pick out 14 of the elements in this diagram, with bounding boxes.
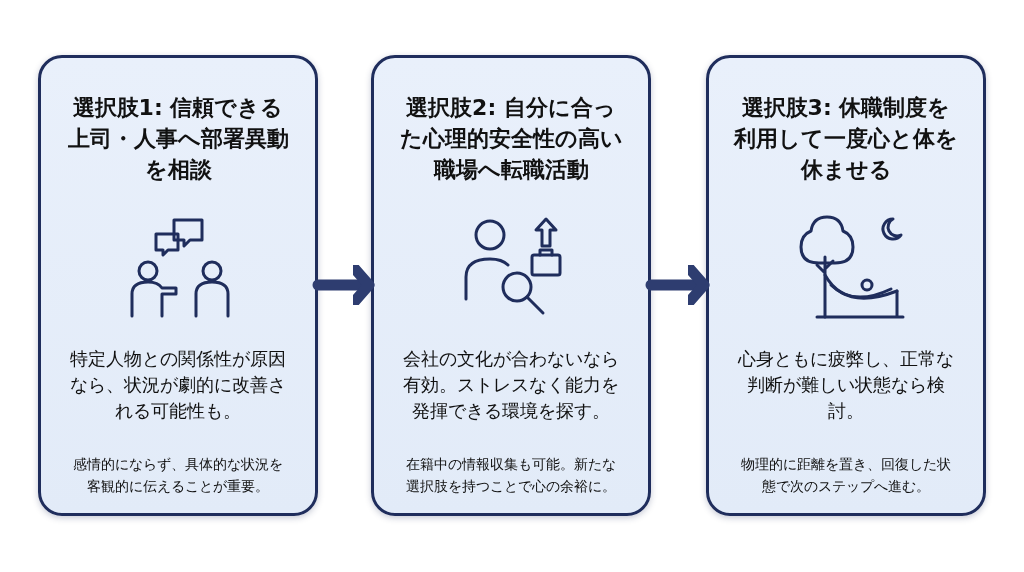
card-description: 特定人物との関係性が原因なら、状況が劇的に改善される可能性も。: [69, 348, 287, 423]
option-card: [706, 55, 986, 516]
card-note: 物理的に距離を置き、回復した状態で次のステップへ進む。: [740, 455, 952, 496]
arrow: [645, 263, 710, 307]
arrow: [312, 263, 375, 307]
option-card: [371, 55, 651, 516]
card-title: 選択肢2: 自分に合った心理的安全性の高い職場へ転職活動: [398, 94, 624, 184]
card-description: 会社の文化が合わないなら有効。ストレスなく能力を発揮できる環境を探す。: [402, 348, 620, 423]
card-note: 感情的にならず、具体的な状況を客観的に伝えることが重要。: [72, 455, 284, 496]
option-card: [38, 55, 318, 516]
card-title: 選択肢3: 休職制度を利用して一度心と体を休ませる: [732, 94, 959, 184]
card-description: 心身ともに疲弊し、正常な判断が難しい状態なら検討。: [737, 348, 955, 423]
card-note: 在籍中の情報収集も可能。新たな選択肢を持つことで心の余裕に。: [405, 455, 617, 496]
card-title: 選択肢1: 信頼できる上司・人事へ部署異動を相談: [66, 94, 290, 184]
